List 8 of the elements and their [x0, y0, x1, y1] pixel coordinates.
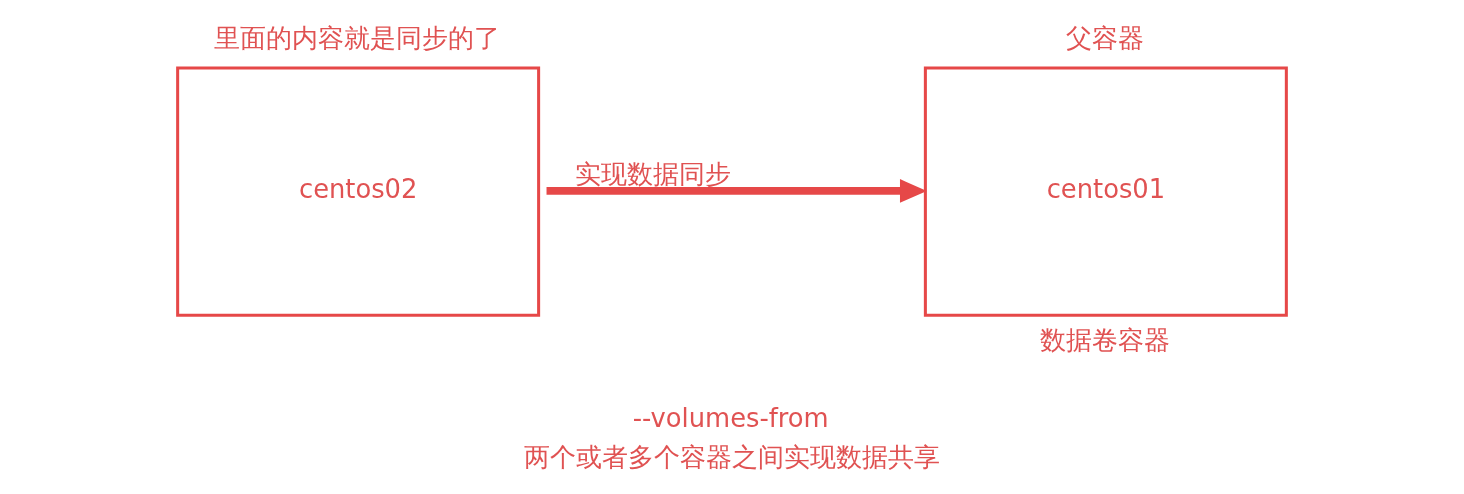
node-box: centos02 — [176, 66, 541, 317]
label: --volumes-from — [632, 402, 829, 433]
node-box: centos01 — [923, 66, 1288, 317]
edge-label: 实现数据同步 — [575, 158, 732, 189]
caption: 两个或者多个容器之间实现数据共享 — [524, 441, 940, 472]
node-label: 数据卷容器 — [1039, 324, 1170, 355]
node-label: 里面的内容就是同步的了 — [214, 22, 501, 53]
node-label: 父容器 — [1066, 22, 1145, 53]
